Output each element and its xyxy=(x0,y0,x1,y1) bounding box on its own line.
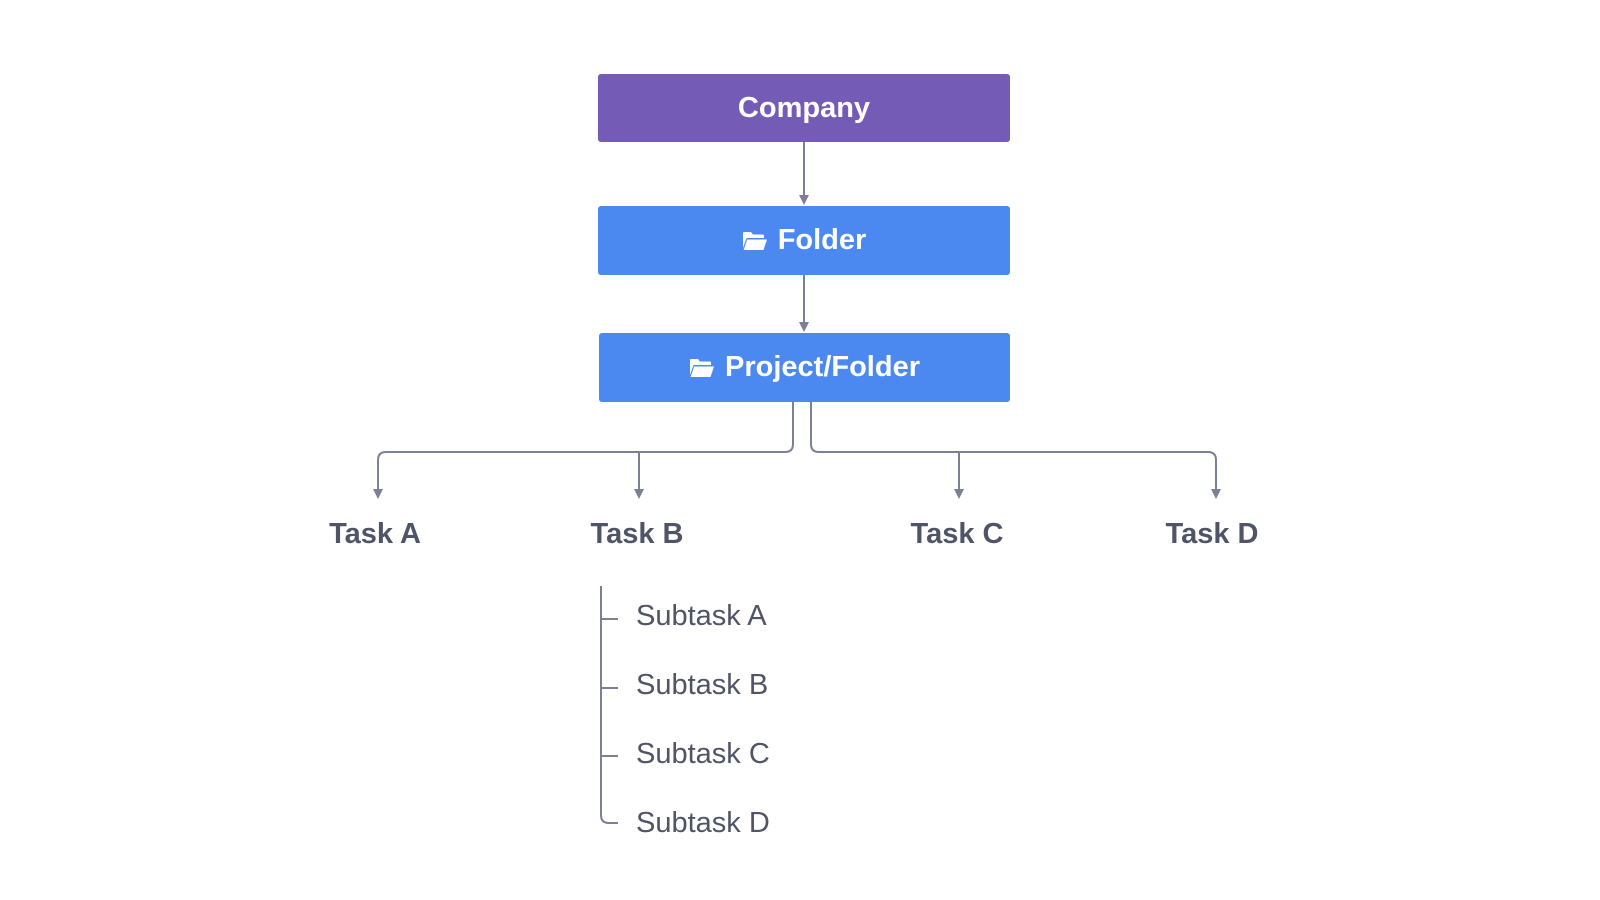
connector-project-right-branch xyxy=(810,402,1221,499)
subtask-b[interactable]: Subtask B xyxy=(636,669,769,701)
subtask-c[interactable]: Subtask C xyxy=(636,738,770,770)
task-b[interactable]: Task B xyxy=(590,518,684,550)
company-node[interactable]: Company xyxy=(598,74,1010,142)
folder-open-icon xyxy=(689,358,715,378)
subtask-a[interactable]: Subtask A xyxy=(636,600,767,632)
company-label: Company xyxy=(737,91,871,124)
subtask-d[interactable]: Subtask D xyxy=(636,807,770,839)
task-a[interactable]: Task A xyxy=(329,518,421,550)
connector-project-left-branch xyxy=(373,402,794,499)
folder-open-icon xyxy=(742,231,768,251)
task-c[interactable]: Task C xyxy=(910,518,1004,550)
subtask-tree-line xyxy=(600,586,618,824)
folder-node[interactable]: Folder xyxy=(598,206,1010,275)
folder-label: Folder xyxy=(777,224,867,256)
project-folder-node[interactable]: Project/Folder xyxy=(599,333,1010,402)
task-d[interactable]: Task D xyxy=(1165,518,1259,550)
project-folder-label: Project/Folder xyxy=(725,351,920,383)
